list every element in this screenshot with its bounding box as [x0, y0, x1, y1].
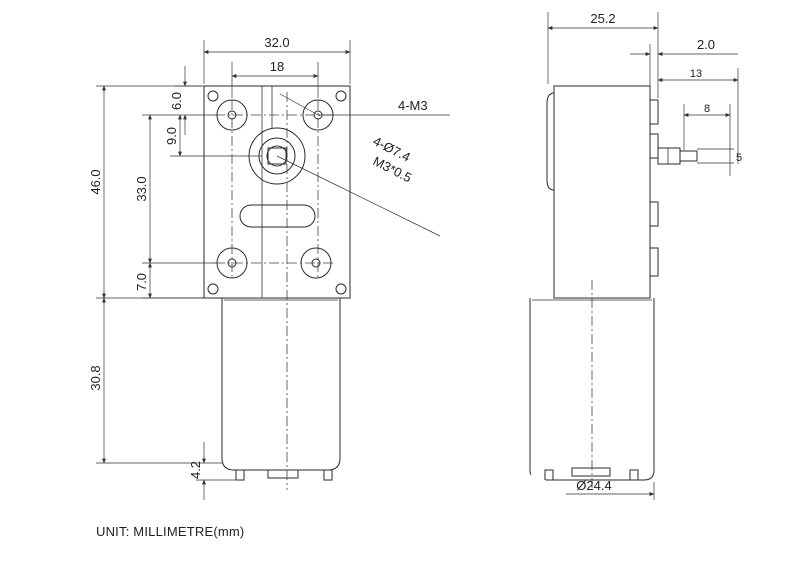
gearbox-slot	[239, 204, 316, 228]
dim-hole-spacing-v: 33.0	[134, 176, 149, 201]
motor-endcap	[267, 469, 299, 479]
motor-terminal	[323, 469, 333, 481]
dim-motor-length: 30.8	[88, 365, 103, 390]
dim-motor-diameter: Ø24.4	[576, 478, 611, 493]
front-view: 32.0 18 6.0 9.0 46.0 33.0 7.0 30.8	[88, 35, 450, 500]
gearbox-body-front	[203, 85, 351, 299]
motor-terminal	[235, 469, 245, 481]
dim-shaft-length: 13	[690, 68, 702, 80]
corner-screw	[335, 283, 347, 295]
dim-shaft-offset: 9.0	[164, 127, 179, 145]
corner-screw	[207, 90, 219, 102]
dim-top-offset: 6.0	[169, 92, 184, 110]
callout-mount-holes: 4-M3	[398, 98, 428, 113]
motor-can-front	[221, 298, 341, 471]
dim-width-total: 32.0	[264, 35, 289, 50]
dim-height-total: 46.0	[88, 169, 103, 194]
dim-terminal-length: 4.2	[188, 461, 203, 479]
side-view: 25.2 2.0 13 8 5 Ø24.4	[529, 11, 742, 500]
shaft-flat	[267, 147, 287, 165]
gearbox-body-side	[553, 85, 651, 299]
dim-flat-width: 5	[736, 152, 742, 164]
white-smudge	[415, 470, 575, 560]
motor-terminal	[629, 469, 639, 481]
dim-flat-length: 8	[704, 103, 710, 115]
dim-depth-total: 25.2	[590, 11, 615, 26]
gearbox-side-bulge	[546, 92, 555, 191]
corner-screw	[207, 283, 219, 295]
dim-hole-spacing-h: 18	[270, 59, 284, 74]
motor-endcap	[571, 467, 611, 477]
dim-bottom-offset: 7.0	[134, 273, 149, 291]
unit-note: UNIT: MILLIMETRE(mm)	[96, 524, 245, 539]
dim-shaft-step: 2.0	[697, 37, 715, 52]
corner-screw	[335, 90, 347, 102]
motor-terminal	[544, 469, 554, 481]
output-shaft-side	[657, 147, 681, 165]
